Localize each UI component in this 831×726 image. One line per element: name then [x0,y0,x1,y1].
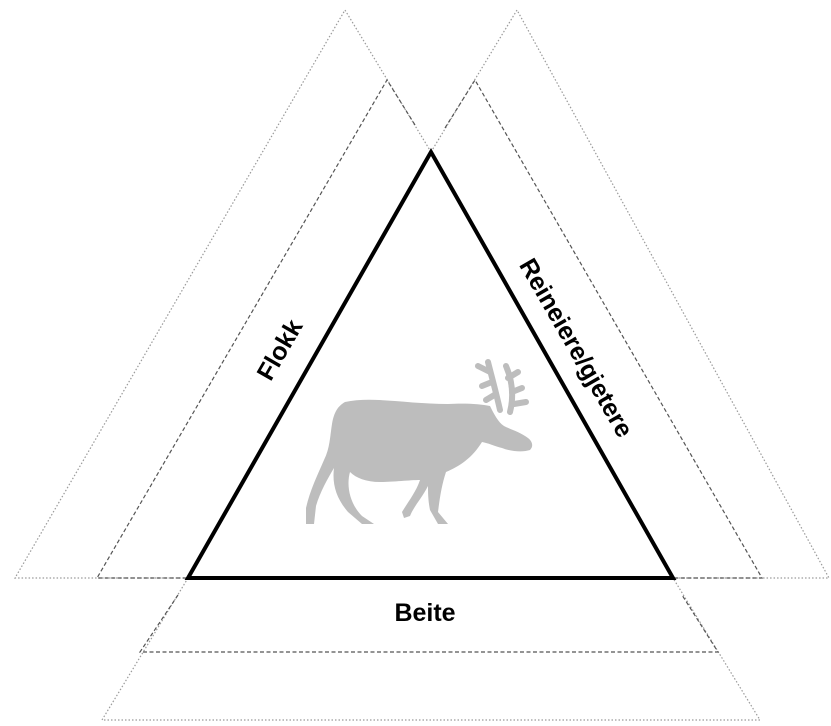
reindeer-icon [306,359,533,524]
left-extension [13,8,432,579]
left-inner-dashed-triangle [95,78,416,579]
main-triangle [184,147,677,580]
right-side-label: Reineiere/gjetere [513,254,638,443]
bottom-outer-dotted-trapezoid [100,577,762,721]
left-side-label: Flokk [252,315,309,386]
right-outer-dotted-triangle [430,8,831,579]
bottom-side-label: Beite [394,599,455,627]
right-inner-dashed-triangle [444,78,764,579]
bottom-extension [100,577,762,721]
left-outer-dotted-triangle [13,8,432,579]
bottom-inner-dashed-trapezoid [138,594,720,653]
right-extension [430,8,831,579]
